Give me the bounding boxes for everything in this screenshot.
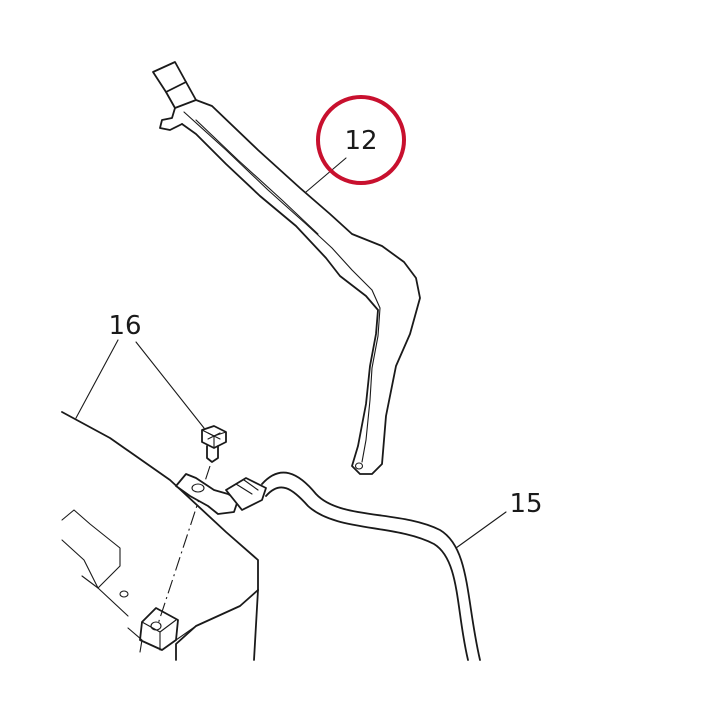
callout-label-12: 12	[344, 126, 377, 156]
leader-line-15	[455, 511, 507, 549]
callout-label-16: 16	[108, 311, 141, 341]
leader-line-16-a	[75, 339, 119, 419]
leader-line-12	[305, 157, 347, 193]
housing-box-part-16	[61, 411, 259, 661]
leader-line-16-b	[135, 341, 205, 429]
screw-icon	[201, 425, 227, 463]
lever-arm-part-12	[152, 61, 421, 475]
cable-part-15	[175, 471, 481, 661]
highlight-circle	[316, 95, 406, 185]
callout-label-15: 15	[509, 489, 542, 519]
